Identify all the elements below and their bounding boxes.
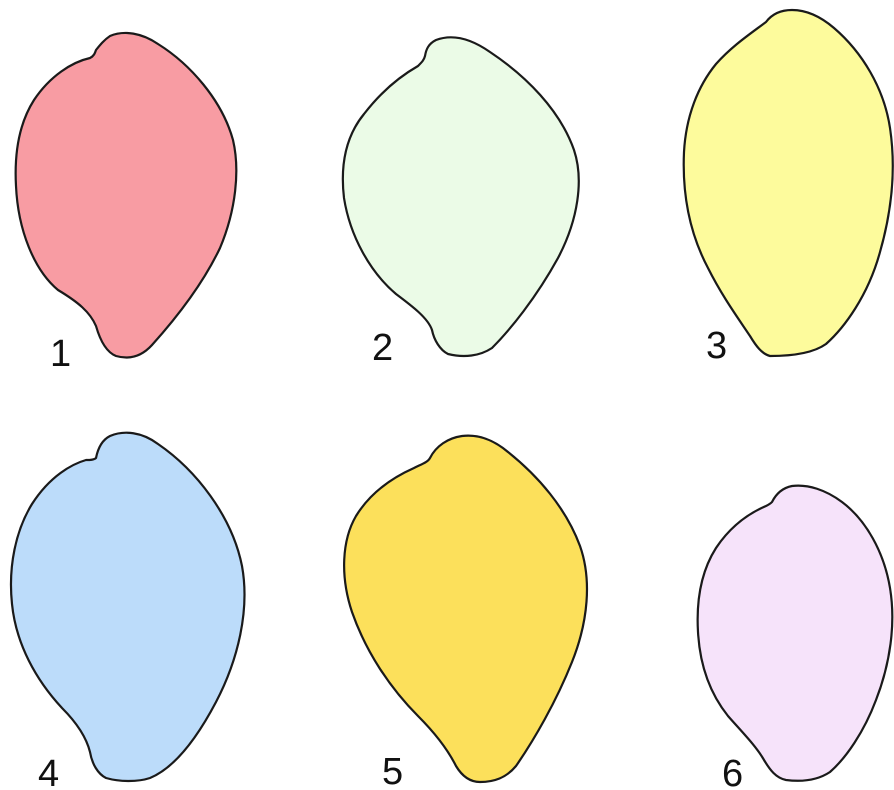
petal-1-shape <box>16 33 237 358</box>
petal-1-label: 1 <box>50 333 71 375</box>
petal-6-shape <box>698 486 893 781</box>
petal-6: 6 <box>698 486 893 790</box>
petal-3-label: 3 <box>706 325 727 367</box>
petal-4-label: 4 <box>38 753 59 790</box>
petal-3: 3 <box>684 10 893 367</box>
petal-5-shape <box>344 436 587 782</box>
petal-5: 5 <box>344 436 587 790</box>
petal-6-label: 6 <box>722 753 743 790</box>
petal-3-shape <box>684 10 893 356</box>
petal-2-shape <box>343 37 579 356</box>
petal-4: 4 <box>11 433 245 790</box>
petal-5-label: 5 <box>382 751 403 790</box>
petal-4-shape <box>11 433 245 781</box>
petal-2: 2 <box>343 37 579 369</box>
petal-2-label: 2 <box>372 327 393 369</box>
petal-1: 1 <box>16 33 237 375</box>
